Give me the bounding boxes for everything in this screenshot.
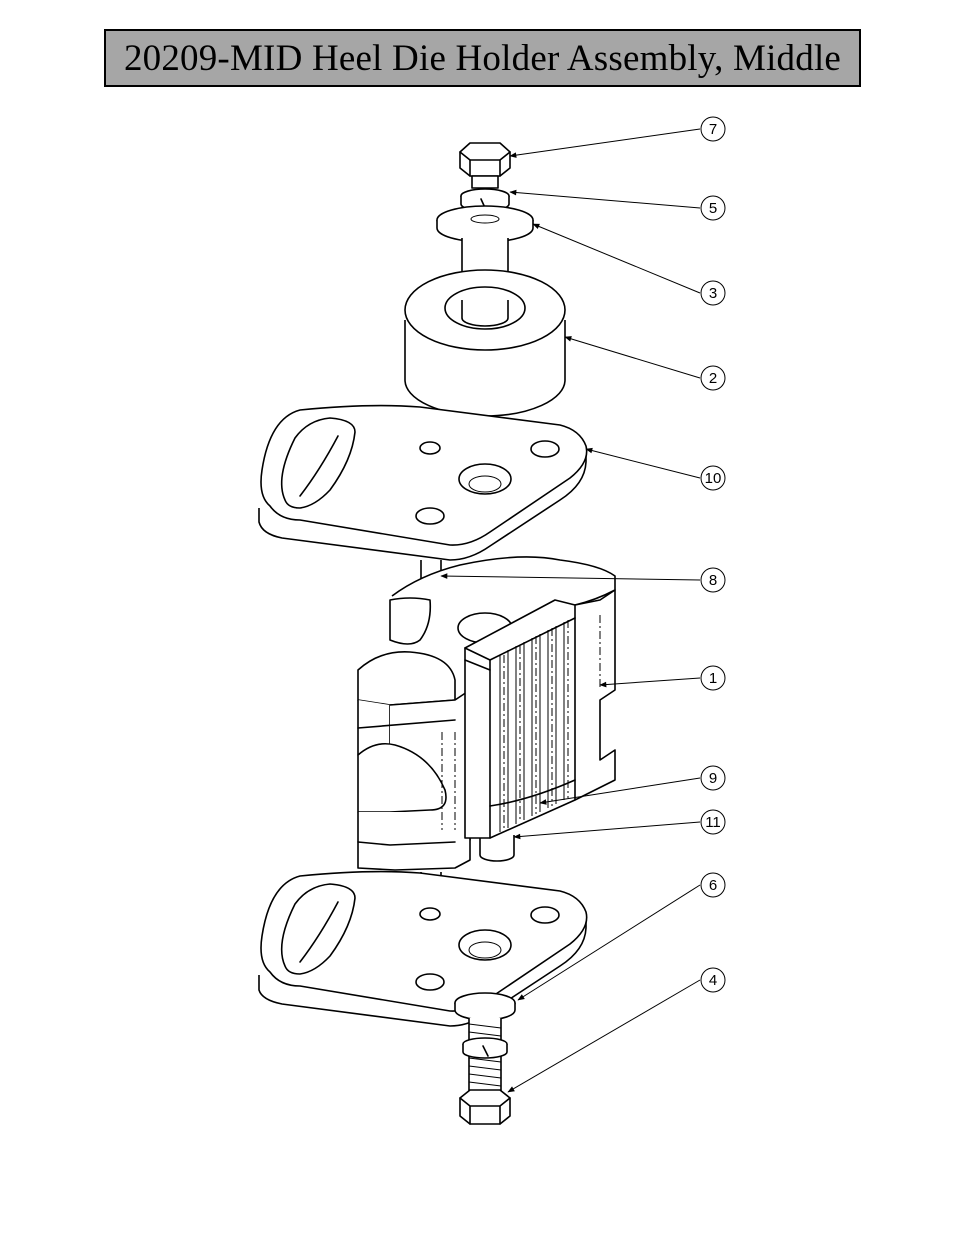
callout-3-label: 3 — [709, 285, 717, 302]
callout-8: 8 — [700, 567, 726, 593]
callout-8-label: 8 — [709, 572, 717, 589]
part-7-hex-bolt — [459, 142, 511, 189]
callout-10: 10 — [700, 465, 726, 491]
callout-9-label: 9 — [709, 770, 717, 787]
part-2-spacer-cylinder — [404, 269, 566, 417]
part-10-top-plate — [258, 404, 588, 561]
part-9-serrated-insert — [464, 599, 576, 839]
callout-9: 9 — [700, 765, 726, 791]
callout-2-label: 2 — [709, 370, 717, 387]
callout-5-label: 5 — [709, 200, 717, 217]
page-title: 20209-MID Heel Die Holder Assembly, Midd… — [123, 37, 842, 79]
callout-10-label: 10 — [705, 470, 722, 487]
callout-7: 7 — [700, 116, 726, 142]
part-3-flat-washer — [436, 205, 534, 243]
part-6-washer — [454, 992, 516, 1021]
callout-4: 4 — [700, 967, 726, 993]
callout-1-label: 1 — [709, 670, 717, 687]
callout-3: 3 — [700, 280, 726, 306]
callout-5: 5 — [700, 195, 726, 221]
part-1-die-holder-block — [357, 556, 616, 871]
callout-1: 1 — [700, 665, 726, 691]
callout-2: 2 — [700, 365, 726, 391]
callout-11-label: 11 — [705, 814, 721, 831]
title-banner: 20209-MID Heel Die Holder Assembly, Midd… — [104, 29, 861, 87]
callout-6-label: 6 — [709, 877, 717, 894]
callout-4-label: 4 — [709, 972, 717, 989]
bottom-clamp-plate — [258, 870, 588, 1027]
callout-6: 6 — [700, 872, 726, 898]
part-4-threaded-bolt — [459, 1018, 511, 1125]
leader-lines — [440, 128, 701, 1093]
callout-11: 11 — [700, 809, 726, 835]
callout-7-label: 7 — [709, 121, 717, 138]
